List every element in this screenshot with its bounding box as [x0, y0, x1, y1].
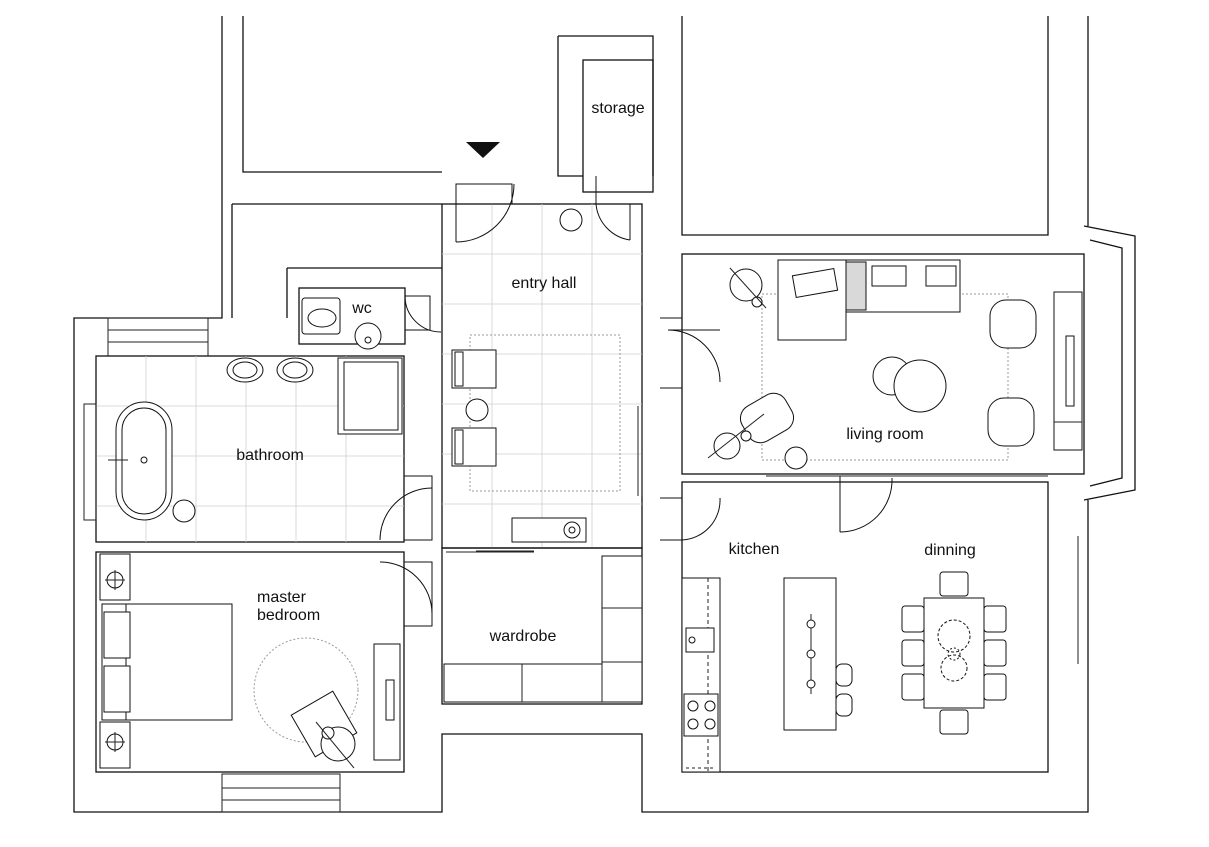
label-bathroom: bathroom: [236, 447, 304, 464]
bathroom-room: [83, 355, 433, 543]
room-labels: storage entry hall wc bathroom living ro…: [236, 100, 976, 645]
label-living-room: living room: [846, 426, 923, 443]
wardrobe-room: [441, 547, 643, 705]
label-kitchen: kitchen: [729, 541, 780, 558]
living-room-room: [660, 253, 1085, 475]
storage-room: [557, 35, 654, 193]
label-entry-hall: entry hall: [512, 275, 577, 292]
master-bedroom-room: [95, 551, 433, 773]
label-master-bedroom-line2: bedroom: [257, 607, 320, 624]
entrance-arrow-icon: [466, 142, 500, 158]
label-wardrobe: wardrobe: [489, 628, 557, 645]
label-wc: wc: [351, 300, 372, 317]
entry-hall: [441, 176, 643, 549]
label-dinning: dinning: [924, 542, 976, 559]
kitchen-dining-room: [660, 475, 1049, 773]
label-master-bedroom-line1: master: [257, 589, 307, 606]
label-storage: storage: [591, 100, 644, 117]
wc-room: [286, 267, 442, 350]
